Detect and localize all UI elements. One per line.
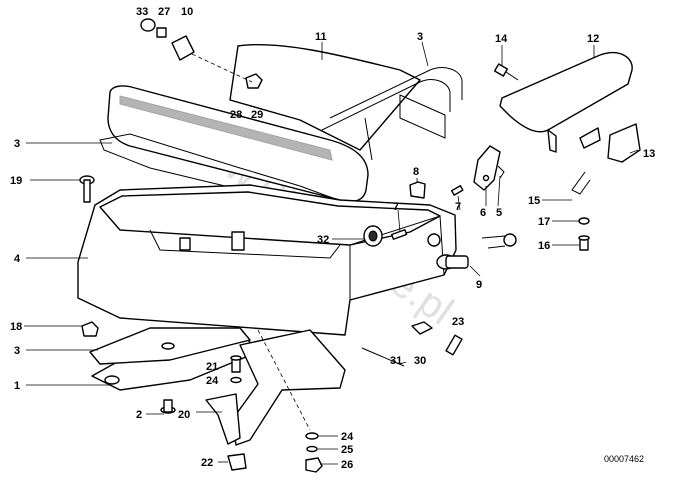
screw-16 [578, 235, 590, 251]
label-9: 9 [476, 279, 482, 291]
screw-2 [160, 399, 176, 414]
latch-bracket [607, 123, 641, 163]
label-13: 13 [643, 148, 655, 160]
label-15: 15 [528, 195, 540, 207]
label-11: 11 [315, 31, 327, 43]
grab-handle [321, 67, 463, 161]
seat-lid [107, 43, 421, 203]
bolt-14 [493, 63, 519, 81]
label-21: 21 [206, 361, 218, 373]
label-12: 12 [587, 33, 599, 45]
latch-rod [571, 171, 591, 195]
label-3-bottom: 3 [14, 345, 20, 357]
spacer-27 [156, 27, 167, 38]
screw-19 [79, 175, 95, 203]
cap-33 [140, 18, 156, 32]
pin-upper [450, 185, 464, 196]
label-31: 31 [390, 355, 402, 367]
label-22: 22 [201, 457, 213, 469]
washer-17 [578, 217, 590, 225]
washer-24b [305, 432, 319, 440]
spring [497, 165, 505, 179]
label-33: 33 [136, 6, 148, 18]
label-7-left: 7 [393, 201, 399, 213]
label-17: 17 [538, 216, 550, 228]
label-2: 2 [136, 409, 142, 421]
label-3-handle: 3 [417, 31, 423, 43]
label-1: 1 [14, 380, 20, 392]
label-14: 14 [495, 33, 508, 45]
label-6: 6 [480, 207, 486, 219]
label-5: 5 [496, 207, 502, 219]
rubber-strip [361, 347, 405, 367]
part-labels: 33 27 10 11 3 14 12 28 29 3 8 19 13 6 5 … [10, 6, 655, 471]
label-28: 28 [230, 109, 242, 121]
label-24-upper: 24 [206, 375, 219, 387]
toolbox-cover [499, 52, 633, 153]
label-7-right: 7 [455, 201, 461, 213]
label-32: 32 [317, 234, 329, 246]
leader-lines [24, 41, 639, 465]
label-25: 25 [341, 444, 353, 456]
label-10: 10 [181, 6, 193, 18]
lock-assembly [436, 233, 517, 270]
label-19: 19 [10, 175, 22, 187]
rubber-pad [411, 321, 433, 335]
label-16: 16 [538, 240, 550, 252]
washer-25 [306, 445, 318, 453]
label-20: 20 [178, 409, 190, 421]
label-4: 4 [14, 253, 21, 265]
label-18: 18 [10, 321, 22, 333]
label-27: 27 [158, 6, 170, 18]
grommet [363, 225, 383, 247]
label-24-lower: 24 [341, 431, 354, 443]
screw-23 [445, 334, 463, 356]
label-30: 30 [414, 355, 426, 367]
nut-26 [305, 457, 323, 473]
base-plate [89, 327, 259, 391]
clip-22 [227, 453, 247, 471]
nut-18 [81, 321, 99, 337]
label-23: 23 [452, 316, 464, 328]
screw-21 [230, 355, 242, 373]
clip [409, 181, 426, 199]
hinge-plate [473, 145, 501, 191]
support-bracket [205, 329, 346, 446]
storage-tray [77, 184, 457, 336]
reference-number: 00007462 [604, 454, 644, 464]
label-8: 8 [413, 166, 419, 178]
label-3-gasket: 3 [14, 138, 20, 150]
label-26: 26 [341, 459, 353, 471]
nut-29 [245, 73, 263, 89]
bracket-10 [171, 35, 195, 61]
washer-24a [230, 376, 242, 384]
pin-lower [391, 229, 408, 240]
label-29: 29 [251, 109, 263, 121]
